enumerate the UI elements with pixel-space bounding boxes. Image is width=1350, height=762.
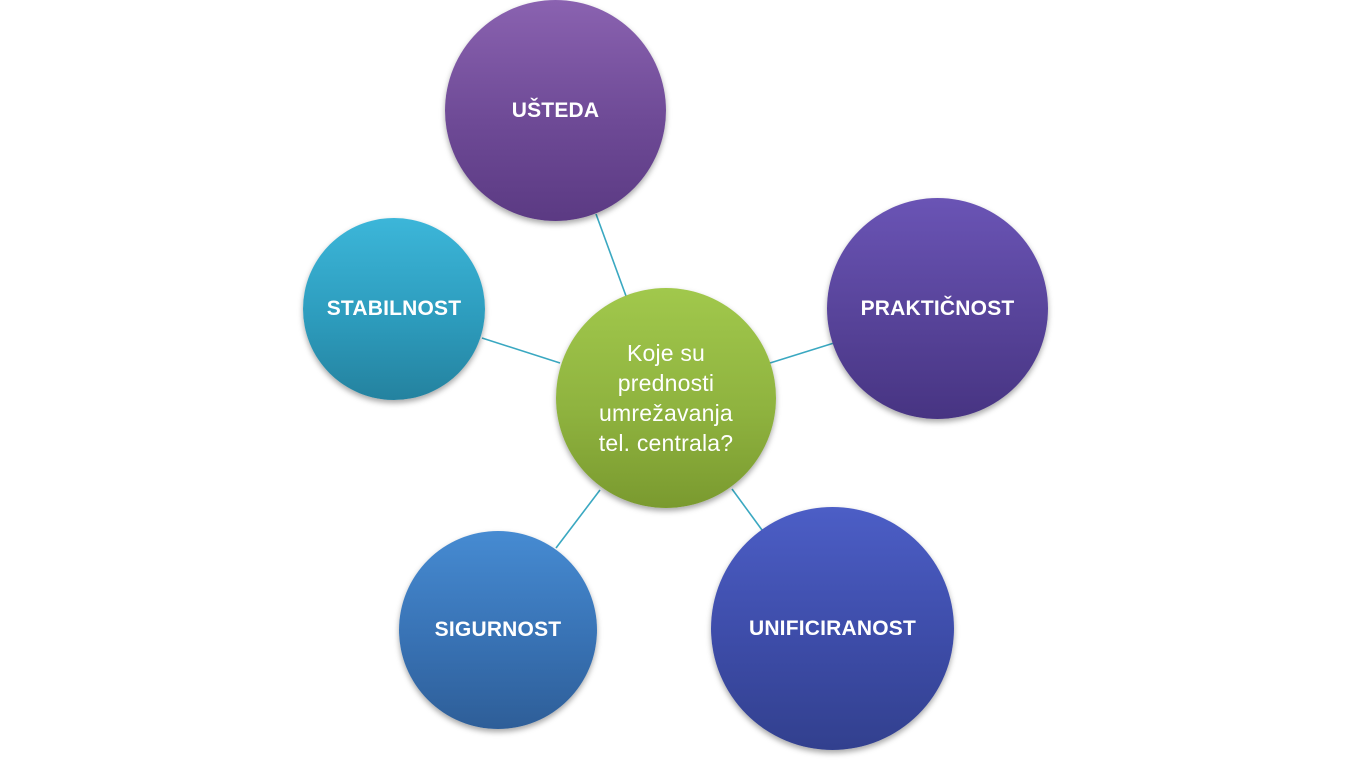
- connector-usteda: [595, 213, 627, 297]
- node-sigurnost: SIGURNOST: [399, 531, 597, 729]
- connector-unificiranost: [731, 488, 763, 531]
- node-stabilnost-label: STABILNOST: [326, 297, 462, 320]
- connector-sigurnost: [555, 489, 601, 549]
- center-node: Koje su prednosti umrežavanja tel. centr…: [556, 288, 776, 508]
- node-sigurnost-label: SIGURNOST: [434, 618, 562, 641]
- node-prakticnost-label: PRAKTIČNOST: [860, 296, 1015, 320]
- connector-stabilnost: [481, 337, 561, 364]
- node-usteda-label: UŠTEDA: [511, 98, 600, 122]
- node-stabilnost: STABILNOST: [303, 218, 485, 400]
- node-prakticnost: PRAKTIČNOST: [827, 198, 1048, 419]
- connector-prakticnost: [769, 342, 835, 364]
- center-question: Koje su prednosti umrežavanja tel. centr…: [598, 340, 734, 456]
- node-usteda: UŠTEDA: [445, 0, 666, 221]
- node-unificiranost: UNIFICIRANOST: [711, 507, 954, 750]
- node-unificiranost-label: UNIFICIRANOST: [748, 616, 917, 640]
